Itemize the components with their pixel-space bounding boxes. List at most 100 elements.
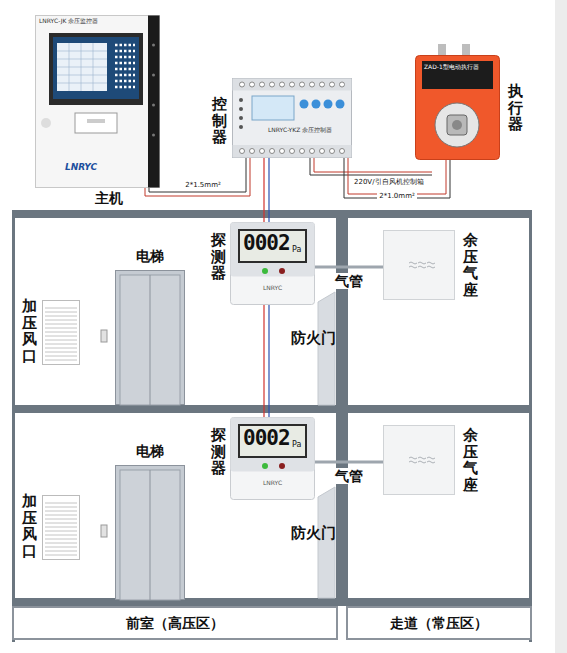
node-text: Pa [292,441,301,449]
pressure-vent-detail [45,356,77,357]
pressure-vent-detail [45,519,77,520]
controller-device-detail [336,100,345,109]
controller-device-detail [324,100,333,109]
pressure-seat-detail [409,262,435,268]
detector-device-detail [231,418,315,500]
node-text: ZAD-1型电动执行器 [424,64,479,70]
cable-line [268,305,269,417]
elevator-door-detail [116,466,185,600]
controller-device-detail [330,82,335,87]
detector-device-detail [279,268,285,274]
node-heading: 主机 [95,190,123,207]
node-heading: 前室（高压区） [14,615,336,632]
actuator-device-detail [416,56,500,160]
detector-device-detail [231,418,315,472]
controller-device-detail [270,82,275,87]
pressure-vent-art [42,300,80,365]
controller-device-art [232,78,352,158]
node-text: LNRYC [230,285,315,291]
pressure-vent: 加压风口 [42,300,80,365]
host-monitor-detail [49,33,143,105]
outer-wall [529,210,532,642]
controller-device-detail [340,82,345,87]
cable-connector [264,158,269,222]
cable-line [145,158,250,196]
cable-connector [315,267,383,268]
power-wire [310,158,432,175]
host-monitor-detail [57,43,107,91]
host-monitor-detail [36,16,160,188]
pressure-vent-detail [45,511,77,512]
controller-device-detail [270,149,275,154]
cable-line [348,158,446,194]
controller-device-detail [260,82,265,87]
cable-line [315,461,383,464]
cable-line [263,158,264,222]
controller-device-detail [240,82,245,87]
actuator-shaft [438,44,446,56]
actuator-device-detail [447,115,467,135]
pressure-vent: 加压风口 [42,495,80,560]
host-monitor-detail [87,119,105,123]
pressure-vent-detail [45,316,77,317]
cable-line [263,305,264,417]
cable-line [149,158,246,192]
detector-device-detail [231,223,315,277]
pressure-vent-detail [45,551,77,552]
pressure-vent-detail [45,308,77,309]
elevator-door-art [115,465,185,598]
pressure-vent-detail [45,503,77,504]
node-heading: 加压风口 [22,493,37,559]
controller-device: 控制器LNRYC-YKZ 余压控制器 [232,78,352,158]
detector-device-detail [231,223,315,305]
host-monitor-detail [152,44,155,47]
controller-device-detail [320,149,325,154]
detector-device: 探测器0002PaLNRYC [230,222,315,305]
pressure-vent-detail [45,348,77,349]
actuator-device-detail [435,103,479,147]
detector-device: 探测器0002PaLNRYC [230,417,315,500]
controller-device-detail [300,82,305,87]
pressure-vent-detail [45,539,77,540]
pressure-vent-detail [45,547,77,548]
detector-device-detail [262,463,268,469]
controller-device-detail [312,100,321,109]
pressure-vent-detail [45,527,77,528]
host-monitor-detail [152,134,155,137]
fire-door-label: 防火门 [291,330,306,347]
detector-device-detail [279,463,285,469]
node-text: Pa [292,246,301,254]
elevator-button [101,330,107,342]
cable-connector [145,158,250,196]
cable-line [268,158,269,222]
pressure-seat-detail [384,231,455,300]
floor-slab [12,405,532,413]
cable-note: 220V/引自风机控制箱 [354,178,424,186]
page-edge-strip [555,0,567,653]
elevator-door-detail [150,275,151,405]
controller-device-detail [340,149,345,154]
cable-connector [264,305,269,417]
node-text: LNRYC [230,480,315,486]
controller-device-detail [250,149,255,154]
controller-device-detail [260,149,265,154]
edge-label: 气管 [333,468,365,485]
detector-device-detail [238,229,307,263]
pressure-vent-detail [45,543,77,544]
host-monitor-detail [57,43,107,91]
controller-device-detail [239,98,243,102]
edge-label: 2*1.0mm² [377,192,417,200]
actuator-shaft [462,44,470,56]
controller-device-detail [233,79,352,158]
actuator-device-detail [422,61,493,89]
pressure-seat-detail [384,426,455,495]
node-heading: 电梯 [105,443,195,460]
node-heading: 执行器 [508,83,523,133]
actuator-device-art [415,55,500,160]
controller-device-detail [280,149,285,154]
fire-door [318,292,335,405]
pressure-vent-detail [45,555,77,556]
pressure-vent-detail [45,507,77,508]
host-monitor-detail [53,37,139,99]
controller-device-detail [330,149,335,154]
